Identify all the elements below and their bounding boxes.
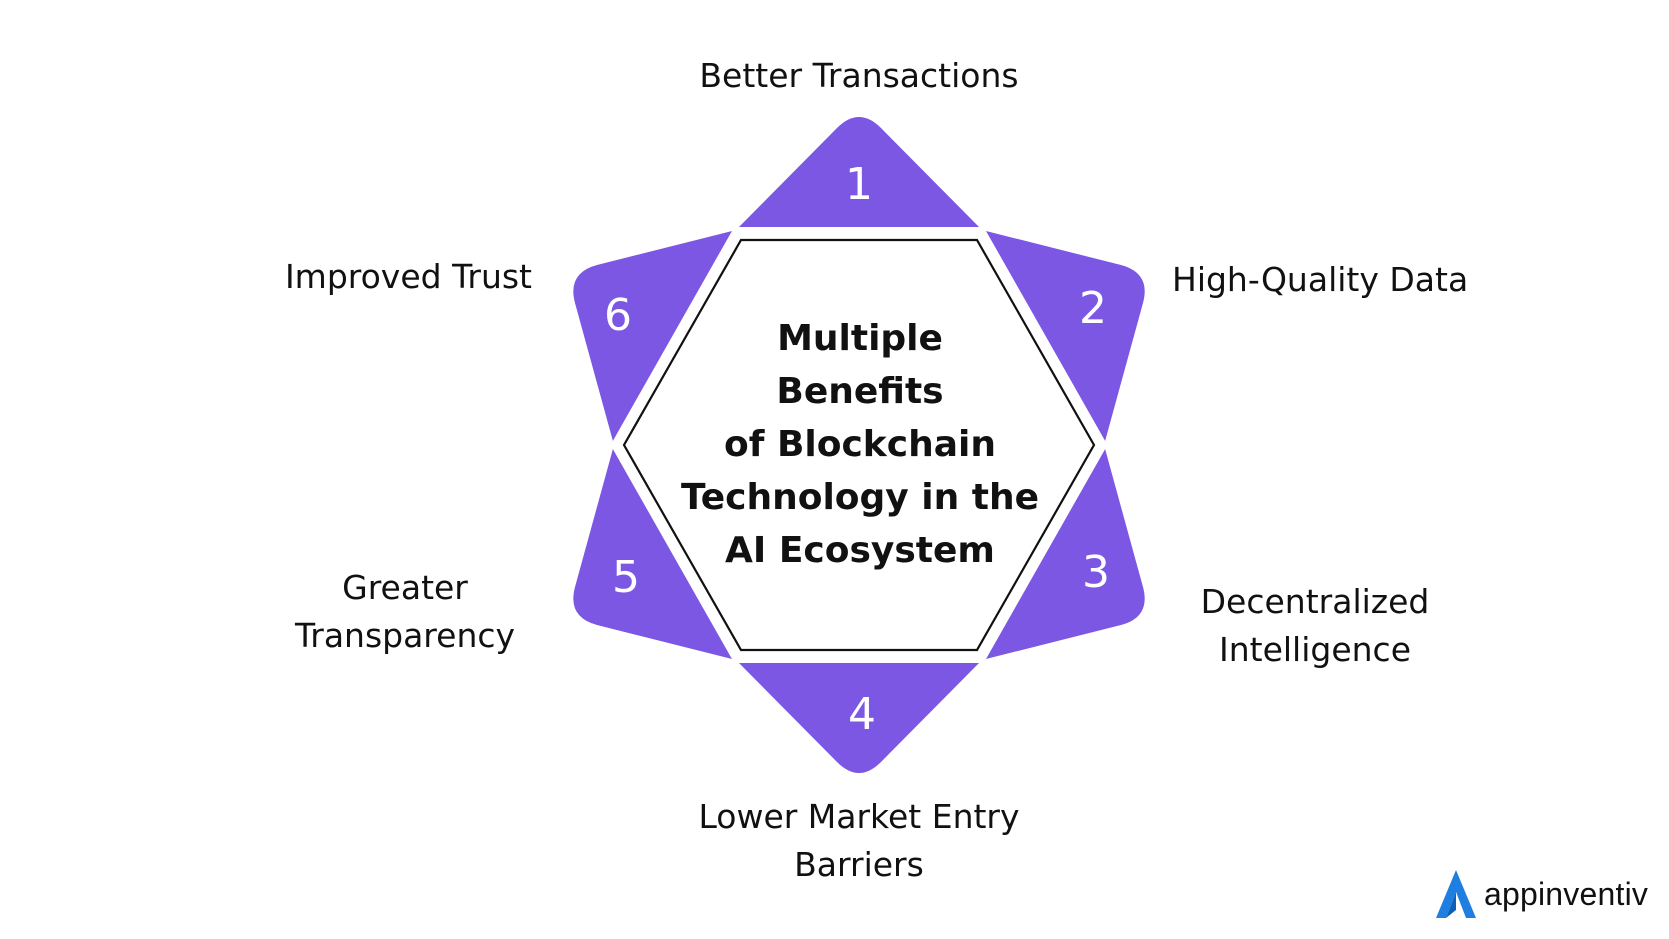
label-high-quality-data: High-Quality Data xyxy=(1172,256,1572,304)
label-line: Decentralized xyxy=(1200,582,1430,621)
star-point-1 xyxy=(736,117,982,230)
label-line: Barriers xyxy=(794,845,924,884)
label-line: Transparency xyxy=(294,616,516,655)
center-title-line: of Blockchain xyxy=(724,424,996,465)
center-title-line: AI Ecosystem xyxy=(725,530,995,571)
label-line: High-Quality Data xyxy=(1172,260,1469,299)
star-point-4 xyxy=(736,660,982,773)
brand-name: appinventiv xyxy=(1484,875,1649,912)
star-point-number-2: 2 xyxy=(1079,283,1107,334)
label-greater-transparency: Greater Transparency xyxy=(250,564,560,660)
label-line: Greater xyxy=(342,568,468,607)
star-point-number-4: 4 xyxy=(848,689,876,740)
center-title-line: Multiple xyxy=(777,318,943,359)
label-line: Intelligence xyxy=(1218,630,1411,669)
label-line: Improved Trust xyxy=(284,257,532,296)
star-point-6 xyxy=(573,230,736,445)
center-title-line: Technology in the xyxy=(680,477,1040,518)
star-point-number-3: 3 xyxy=(1082,547,1110,598)
label-lower-market-entry-barriers: Lower Market Entry Barriers xyxy=(659,793,1059,889)
center-title-line: Benefits xyxy=(776,371,944,412)
center-hexagon-outline xyxy=(622,238,1096,652)
star-point-3 xyxy=(982,445,1145,660)
star-point-number-6: 6 xyxy=(604,290,632,341)
center-hexagon xyxy=(610,227,1108,663)
label-line: Lower Market Entry xyxy=(698,797,1020,836)
appinventiv-logo-icon xyxy=(1436,870,1476,918)
label-decentralized-intelligence: Decentralized Intelligence xyxy=(1150,578,1480,674)
label-better-transactions: Better Transactions xyxy=(659,52,1059,100)
star-point-2 xyxy=(982,230,1145,445)
brand-mark: appinventiv xyxy=(1432,866,1648,922)
star-point-5 xyxy=(573,445,736,660)
label-line: Better Transactions xyxy=(699,56,1019,95)
label-improved-trust: Improved Trust xyxy=(160,253,532,301)
star-point-number-5: 5 xyxy=(612,552,640,603)
center-title: Multiple Benefits of Blockchain Technolo… xyxy=(640,312,1080,577)
star-point-number-1: 1 xyxy=(845,159,873,210)
